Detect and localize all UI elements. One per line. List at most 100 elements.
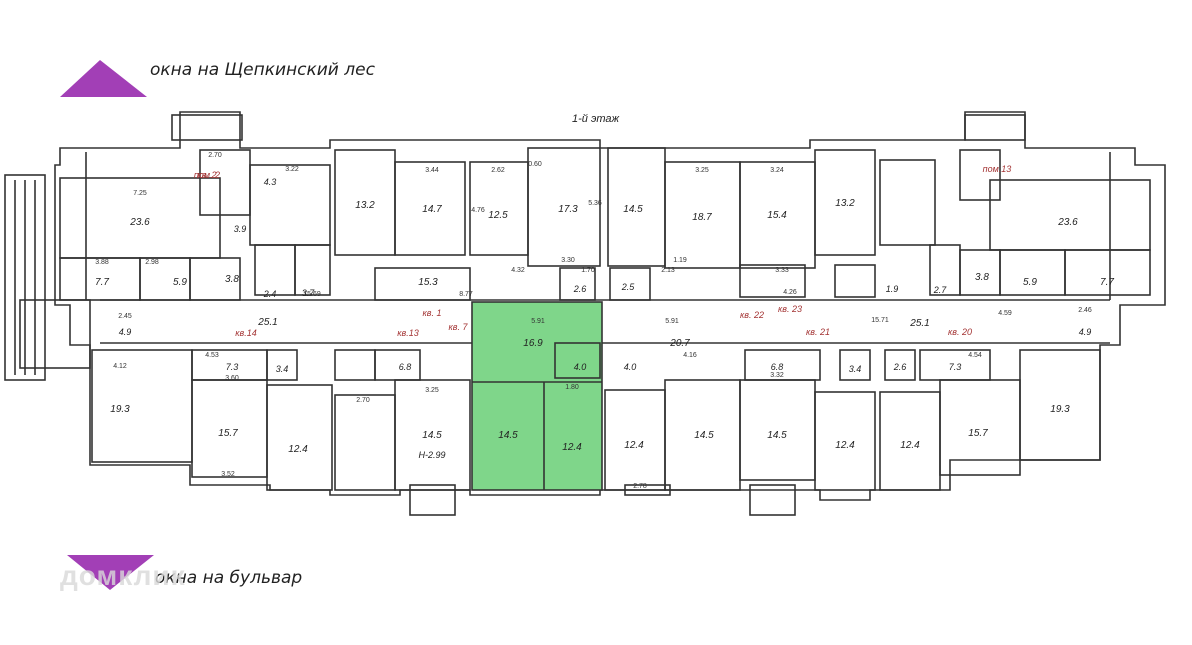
apartment-mark: кв. 22 — [740, 310, 764, 320]
dimension: 4.54 — [968, 352, 982, 359]
dimension: 2.13 — [661, 267, 675, 274]
room-area: 25.1 — [909, 318, 929, 329]
dimension: 3.32 — [770, 372, 784, 379]
small-area: 4.9 — [1079, 327, 1092, 337]
small-area: 2.4 — [263, 289, 277, 299]
apartment-mark: кв.14 — [235, 328, 256, 338]
dimension: 3.30 — [561, 257, 575, 264]
small-area: 3.4 — [276, 364, 289, 374]
apartment-mark: кв. 20 — [948, 327, 972, 337]
room-area: 19.3 — [110, 404, 130, 415]
dimension: 2.45 — [118, 313, 132, 320]
small-area: 4.3 — [264, 177, 277, 187]
apartment-mark: кв.13 — [397, 328, 418, 338]
room-area: 15.7 — [218, 428, 238, 439]
room-area: 3.8 — [975, 272, 989, 283]
dimension: 1.80 — [565, 384, 579, 391]
room-area: 16.9 — [523, 338, 543, 349]
room-area: 12.4 — [288, 444, 308, 455]
room-area: 14.5 — [422, 430, 442, 441]
small-area: 4.0 — [574, 362, 587, 372]
dimension: 1.19 — [673, 257, 687, 264]
dimension: 2.78 — [633, 483, 647, 490]
room-area: 7.7 — [1100, 277, 1114, 288]
watermark: домклик — [60, 560, 186, 591]
dimension: 2.70 — [208, 152, 222, 159]
dimension: 4.53 — [205, 352, 219, 359]
dimension: 1.70 — [581, 267, 595, 274]
room-area: 12.4 — [835, 440, 855, 451]
dimension: 3.22 — [285, 166, 299, 173]
dimension: 2.98 — [145, 259, 159, 266]
dimension: 4.12 — [113, 363, 127, 370]
dimension: 3.25 — [695, 167, 709, 174]
small-area: Н-2.99 — [418, 450, 445, 460]
room-area: 14.7 — [422, 204, 442, 215]
small-area: 2.7 — [933, 285, 948, 295]
room-area: 5.9 — [173, 277, 187, 288]
dimension: 2.46 — [1078, 307, 1092, 314]
small-area: 2.6 — [573, 284, 587, 294]
dimension: 15.71 — [871, 317, 889, 324]
dimension: 8.77 — [459, 291, 473, 298]
dimension: 2.62 — [491, 167, 505, 174]
small-area: 3.4 — [849, 364, 862, 374]
room-area: 19.3 — [1050, 404, 1070, 415]
small-area: 3.9 — [234, 224, 247, 234]
small-area: 1.9 — [886, 284, 899, 294]
apartment-mark: пом. 2 — [194, 170, 220, 180]
small-area: 6.8 — [771, 362, 784, 372]
windows-boulevard-label: окна на бульвар — [155, 568, 303, 588]
arrow-down-icon — [67, 555, 154, 590]
dimension: 5.91 — [531, 318, 545, 325]
arrow-up-icon — [60, 60, 147, 97]
small-area: 6.8 — [399, 362, 412, 372]
dimension: 4.59 — [998, 310, 1012, 317]
apartment-mark: кв. 2 — [198, 170, 217, 180]
dimension: 5.36 — [588, 200, 602, 207]
dimension: 3.52 — [221, 471, 235, 478]
dimension: 3.88 — [95, 259, 109, 266]
room-area: 15.3 — [418, 277, 438, 288]
small-area: 7.3 — [949, 362, 962, 372]
room-area: 13.2 — [355, 200, 375, 211]
dimension: 3.33 — [775, 267, 789, 274]
room-area: 12.5 — [488, 210, 508, 221]
room-area: 18.7 — [692, 212, 712, 223]
room-area: 12.4 — [624, 440, 644, 451]
floor-title: 1-й этаж — [572, 113, 620, 125]
room-area: 17.3 — [558, 204, 578, 215]
apartment-mark: кв. 23 — [778, 304, 802, 314]
room-area: 25.1 — [257, 317, 277, 328]
room-area: 12.4 — [562, 442, 582, 453]
small-area: 4.9 — [119, 327, 132, 337]
small-area: 2.6 — [893, 362, 907, 372]
dimension: 0.60 — [528, 161, 542, 168]
room-area: 7.7 — [95, 277, 109, 288]
apartment-mark: пом.13 — [983, 164, 1012, 174]
dimension: 7.25 — [133, 190, 147, 197]
apartment-mark: кв. 7 — [449, 322, 469, 332]
apartment-mark: кв. 1 — [423, 308, 442, 318]
room-area: 20.7 — [669, 338, 690, 349]
room-area: 23.6 — [129, 217, 150, 228]
room-area: 12.4 — [900, 440, 920, 451]
dimension: 3.24 — [770, 167, 784, 174]
dimension: 3.25 — [425, 387, 439, 394]
windows-forest-label: окна на Щепкинский лес — [150, 60, 375, 80]
dimension: 4.26 — [783, 289, 797, 296]
small-area: 7.3 — [226, 362, 239, 372]
dimension: 15.69 — [303, 291, 321, 298]
dimension: 3.60 — [225, 375, 239, 382]
dimension: 4.76 — [471, 207, 485, 214]
room-area: 14.5 — [498, 430, 518, 441]
apartment-mark: кв. 21 — [806, 327, 830, 337]
room-area: 14.5 — [623, 204, 643, 215]
room-area: 23.6 — [1057, 217, 1078, 228]
small-area: 4.0 — [624, 362, 637, 372]
small-area: 3.7 — [302, 288, 316, 298]
room-area: 5.9 — [1023, 277, 1037, 288]
room-area: 14.5 — [694, 430, 714, 441]
room-area: 14.5 — [767, 430, 787, 441]
